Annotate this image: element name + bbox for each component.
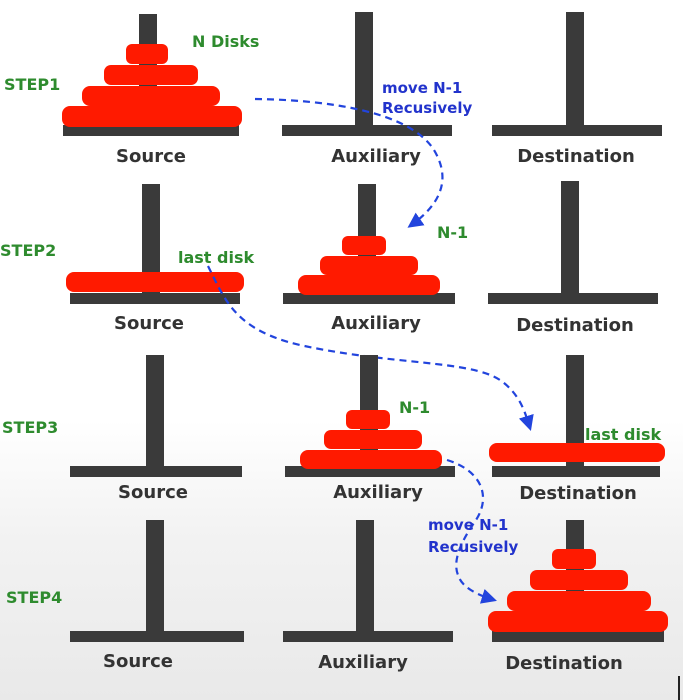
step-3-last-disk-note: last disk (585, 425, 661, 444)
step-1-auxiliary-base (282, 125, 452, 136)
step-2-destination-label: Destination (516, 315, 634, 336)
step-4-source-base (70, 631, 244, 642)
step-4-source-label: Source (103, 651, 173, 672)
step-1-auxiliary-pole (355, 12, 373, 136)
step-4-destination-label: Destination (505, 653, 623, 674)
step-1-source-disk-4 (62, 106, 242, 127)
step-2-auxiliary-disk-2 (320, 256, 418, 275)
step-4-destination-disk-2 (530, 570, 628, 590)
step-4-auxiliary-pole (356, 520, 374, 642)
step-3-auxiliary-label: Auxiliary (333, 482, 423, 503)
step-3-auxiliary-disk-3 (300, 450, 442, 469)
step-1-destination-pole (566, 12, 584, 136)
step-3-move-arrow (446, 458, 497, 604)
step-1-label: STEP1 (4, 75, 60, 94)
step-1-source-disk-3 (82, 86, 220, 106)
step-2-source-label: Source (114, 313, 184, 334)
step-4-destination-disk-3 (507, 591, 651, 611)
step-1-source-disk-1 (126, 44, 168, 64)
step-3-n-minus-1-note: N-1 (399, 398, 430, 417)
step-2-move-arrow (207, 265, 534, 431)
step-2-destination-pole (561, 181, 579, 304)
step-2-label: STEP2 (0, 241, 56, 260)
step-1-move-note-line2: Recusively (382, 99, 472, 117)
step-4-move-note-line2: Recusively (428, 538, 518, 556)
edge-marker (678, 676, 680, 700)
step-1-destination-base (492, 125, 662, 136)
step-2-auxiliary-label: Auxiliary (331, 313, 421, 334)
step-3-auxiliary-disk-2 (324, 430, 422, 449)
step-4-source-pole (146, 520, 164, 642)
step-4-label: STEP4 (6, 588, 62, 607)
step-4-move-note-line1: move N-1 (428, 516, 508, 534)
step-1-auxiliary-label: Auxiliary (331, 146, 421, 167)
step-1: STEP1 Source Auxiliary Destination N Dis… (4, 12, 662, 228)
step-1-destination-label: Destination (517, 146, 635, 167)
step-3-auxiliary-disk-1 (346, 410, 390, 429)
step-2-auxiliary-base (283, 293, 455, 304)
step-3-source-base (70, 466, 242, 477)
step-3-destination-label: Destination (519, 483, 637, 504)
step-3-destination-disk-1 (489, 443, 665, 462)
step-4-destination-base (492, 631, 664, 642)
step-1-move-arrow (254, 97, 444, 228)
step-3-source-label: Source (118, 482, 188, 503)
step-3-label: STEP3 (2, 418, 58, 437)
step-3: STEP3 Source Auxiliary Destination N-1 l… (2, 355, 665, 604)
step-2: STEP2 Source Auxiliary Destination last … (0, 181, 658, 431)
step-2-destination-base (488, 293, 658, 304)
step-4: STEP4 Source Auxiliary Destination move … (6, 516, 668, 674)
step-2-source-disk-1 (66, 272, 244, 292)
step-1-n-disks-note: N Disks (192, 32, 259, 51)
step-2-auxiliary-disk-1 (342, 236, 386, 255)
step-3-auxiliary-base (285, 466, 455, 477)
step-3-source-pole (146, 355, 164, 477)
step-2-source-base (70, 293, 240, 304)
step-2-n-minus-1-note: N-1 (437, 223, 468, 242)
step-1-source-disk-2 (104, 65, 198, 85)
step-4-auxiliary-base (283, 631, 453, 642)
step-4-auxiliary-label: Auxiliary (318, 652, 408, 673)
step-1-source-base (63, 125, 239, 136)
step-1-source-label: Source (116, 146, 186, 167)
step-1-move-note-line1: move N-1 (382, 79, 462, 97)
step-4-destination-disk-4 (488, 611, 668, 632)
step-2-auxiliary-disk-3 (298, 275, 440, 295)
step-3-destination-base (492, 466, 660, 477)
step-4-destination-disk-1 (552, 549, 596, 569)
step-2-last-disk-note: last disk (178, 248, 254, 267)
